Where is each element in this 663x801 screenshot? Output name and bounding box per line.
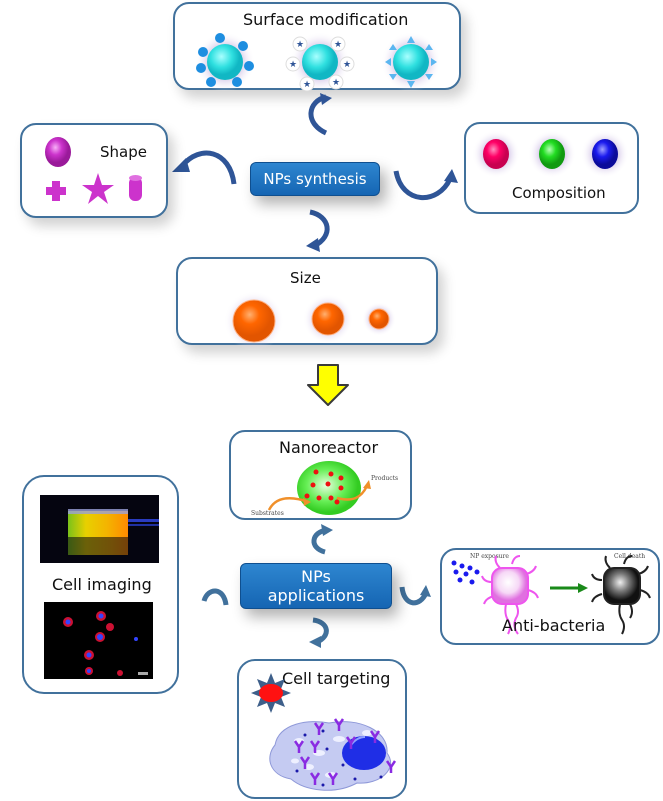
arrow-to-cell-imaging-icon bbox=[201, 588, 229, 606]
svg-text:★: ★ bbox=[334, 40, 342, 50]
arrow-to-shape-icon bbox=[172, 150, 237, 185]
nps-applications-label-line1: NPs bbox=[301, 567, 331, 586]
shape-variants-icon bbox=[45, 137, 142, 204]
fluorescent-vials-image bbox=[40, 495, 159, 563]
arrow-to-size-icon bbox=[306, 209, 330, 252]
cell-targeting-title: Cell targeting bbox=[282, 669, 391, 688]
np-exposure-label: NP exposure bbox=[470, 553, 509, 560]
svg-text:★: ★ bbox=[296, 40, 304, 50]
shape-box: Shape bbox=[20, 123, 168, 218]
anti-bacteria-diagram-icon: NP exposure Cell death bbox=[451, 553, 651, 635]
anti-bacteria-box: NP exposure Cell death Anti-bacteria bbox=[440, 548, 660, 645]
cell-imaging-title: Cell imaging bbox=[52, 575, 152, 594]
svg-text:★: ★ bbox=[289, 60, 297, 70]
confocal-cells-image bbox=[44, 602, 153, 679]
svg-text:★: ★ bbox=[303, 80, 311, 90]
surface-modification-box: Surface modification ★★★★★★ bbox=[173, 2, 461, 92]
nanoreactor-diagram-icon: Substrates Products bbox=[251, 461, 398, 517]
nps-synthesis-hub[interactable]: NPs synthesis bbox=[250, 162, 380, 196]
shape-title: Shape bbox=[100, 143, 147, 161]
surface-modified-particles-icon: ★★★★★★ bbox=[195, 32, 441, 92]
nps-synthesis-label: NPs synthesis bbox=[263, 170, 367, 188]
size-title: Size bbox=[290, 269, 321, 287]
composition-box: Composition bbox=[464, 122, 639, 214]
anti-bacteria-title: Anti-bacteria bbox=[502, 616, 606, 635]
transition-arrow-icon bbox=[307, 364, 349, 406]
nps-applications-label-line2: applications bbox=[267, 586, 365, 605]
arrow-to-composition-icon bbox=[393, 169, 458, 200]
nps-applications-hub[interactable]: NPs applications bbox=[240, 563, 392, 609]
cell-targeting-box: Cell targeting bbox=[237, 659, 407, 799]
nanoreactor-box: Nanoreactor Substrates Products bbox=[229, 430, 412, 520]
arrow-to-surface-modification-icon bbox=[308, 93, 332, 136]
size-box: Size bbox=[176, 257, 438, 351]
arrow-to-nanoreactor-icon bbox=[311, 524, 333, 555]
size-particles-icon bbox=[224, 291, 396, 351]
composition-particles-icon bbox=[472, 130, 629, 178]
svg-text:★: ★ bbox=[332, 78, 340, 88]
arrow-to-anti-bacteria-icon bbox=[399, 585, 431, 606]
cell-imaging-box: Cell imaging bbox=[22, 475, 179, 694]
products-label: Products bbox=[371, 475, 398, 482]
nanoreactor-title: Nanoreactor bbox=[279, 438, 379, 457]
substrates-label: Substrates bbox=[251, 510, 284, 517]
arrow-to-cell-targeting-icon bbox=[309, 617, 329, 648]
composition-title: Composition bbox=[512, 184, 606, 202]
cell-targeting-diagram-icon bbox=[251, 673, 397, 791]
surface-modification-title: Surface modification bbox=[243, 10, 409, 29]
svg-text:★: ★ bbox=[343, 60, 351, 70]
